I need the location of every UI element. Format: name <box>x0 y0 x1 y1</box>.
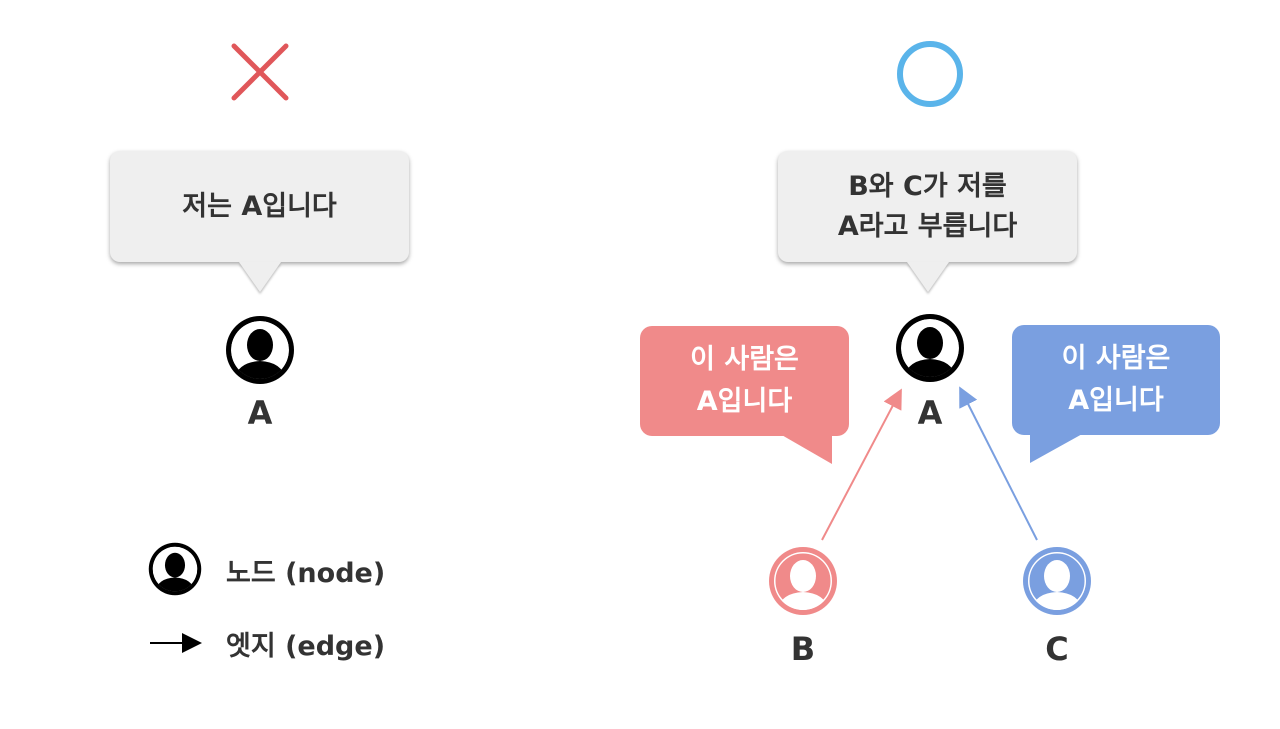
node-c-avatar-icon <box>1023 547 1091 615</box>
left-node-a-label: A <box>247 394 273 432</box>
red-speech-bubble: 이 사람은 A입니다 <box>640 326 849 436</box>
left-node-a-avatar-icon <box>226 316 294 384</box>
right-node-a-avatar-icon <box>896 314 964 382</box>
x-mark-icon <box>231 43 289 101</box>
edge-b-to-a <box>821 388 902 541</box>
right-node-a-label: A <box>917 394 943 432</box>
left-speech-bubble: 저는 A입니다 <box>110 151 409 292</box>
right-top-bubble-line-1: B와 C가 저를 <box>848 170 1007 202</box>
blue-bubble-tail <box>1030 433 1084 463</box>
legend-edge-label: 엣지 (edge) <box>226 631 386 662</box>
right-top-bubble-line-2: A라고 부릅니다 <box>837 210 1018 242</box>
node-b-label: B <box>790 630 816 668</box>
edge-c-to-a <box>959 386 1038 541</box>
left-bubble-line-1: 저는 A입니다 <box>182 190 337 222</box>
blue-bubble-line-1: 이 사람은 <box>1061 343 1171 374</box>
blue-bubble-line-2: A입니다 <box>1068 385 1164 416</box>
blue-speech-bubble: 이 사람은 A입니다 <box>1012 325 1220 435</box>
node-c-label: C <box>1045 630 1069 668</box>
node-b-avatar-icon <box>769 547 837 615</box>
legend-node-label: 노드 (node) <box>226 558 386 589</box>
red-bubble-line-1: 이 사람은 <box>690 344 799 375</box>
right-top-speech-bubble: B와 C가 저를 A라고 부릅니다 <box>778 151 1077 292</box>
circle-mark-icon <box>897 41 963 107</box>
red-bubble-tail <box>780 434 832 464</box>
red-bubble-line-2: A입니다 <box>696 386 793 417</box>
legend-node-avatar-icon <box>148 542 202 596</box>
